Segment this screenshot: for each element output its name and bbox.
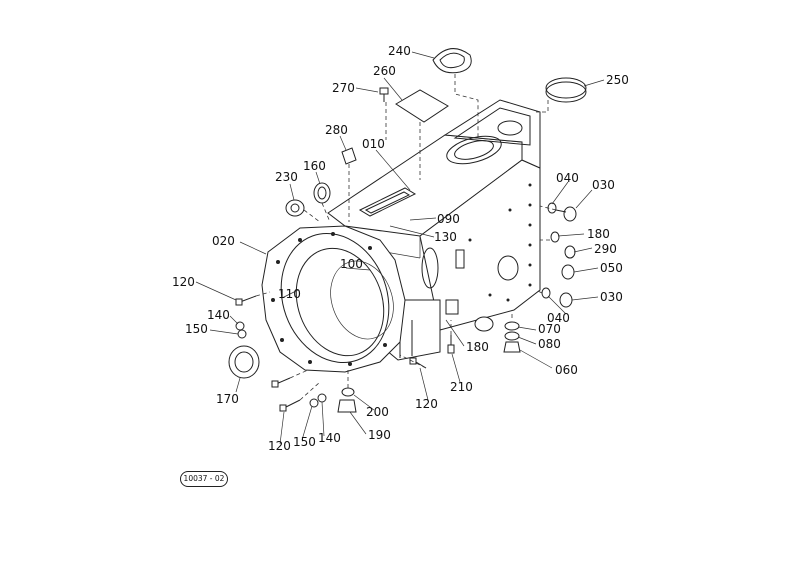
- label-120-left: 120: [172, 275, 195, 289]
- label-040-upper: 040: [556, 171, 579, 185]
- part-240-gasket: [432, 48, 472, 74]
- part-290-plug: [564, 245, 576, 259]
- label-090: 090: [437, 212, 460, 226]
- part-200-washer: [341, 387, 355, 397]
- label-270: 270: [332, 81, 355, 95]
- part-150-nut-bottom: [309, 398, 319, 408]
- label-050: 050: [600, 261, 623, 275]
- label-150-left: 150: [185, 322, 208, 336]
- label-160: 160: [303, 159, 326, 173]
- label-230: 230: [275, 170, 298, 184]
- drawing-reference-code: 10037 - 02: [180, 471, 228, 487]
- side-bolt-holes: [468, 183, 532, 302]
- part-280-bracket: [341, 147, 357, 165]
- part-250-cap: [545, 77, 587, 103]
- label-030-lower: 030: [600, 290, 623, 304]
- label-180-bottom: 180: [466, 340, 489, 354]
- label-170: 170: [216, 392, 239, 406]
- label-040-lower: 040: [547, 311, 570, 325]
- part-050-plug: [561, 264, 575, 280]
- leader-lines: [195, 51, 605, 445]
- label-140-left: 140: [207, 308, 230, 322]
- label-060: 060: [555, 363, 578, 377]
- part-120-bolt-bottom: [279, 399, 301, 412]
- label-100: 100: [340, 257, 363, 271]
- label-290: 290: [594, 242, 617, 256]
- label-110: 110: [278, 287, 301, 301]
- part-230-seal: [285, 199, 305, 217]
- part-080-washer: [504, 331, 520, 341]
- part-070-washer: [504, 321, 520, 331]
- label-130: 130: [434, 230, 457, 244]
- bell-housing: [261, 225, 406, 373]
- part-030-plug-upper: [555, 206, 577, 222]
- label-250: 250: [606, 73, 629, 87]
- part-030-plug-lower: [559, 292, 573, 308]
- label-240: 240: [388, 44, 411, 58]
- label-020: 020: [212, 234, 235, 248]
- part-190-plug: [337, 399, 357, 413]
- label-150-bottom: 150: [293, 435, 316, 449]
- label-200: 200: [366, 405, 389, 419]
- part-260-cover: [395, 89, 449, 123]
- label-140-bottom: 140: [318, 431, 341, 445]
- part-180-plug-right: [550, 231, 560, 243]
- label-010: 010: [362, 137, 385, 151]
- label-280: 280: [325, 123, 348, 137]
- part-120-bolt-left: [235, 295, 257, 306]
- label-190: 190: [368, 428, 391, 442]
- label-070: 070: [538, 322, 561, 336]
- label-120-bottom: 120: [268, 439, 291, 453]
- part-140-washer-bottom: [317, 393, 327, 403]
- label-030-upper: 030: [592, 178, 615, 192]
- label-260: 260: [373, 64, 396, 78]
- label-080: 080: [538, 337, 561, 351]
- part-170-seal-ring: [228, 345, 260, 379]
- guide-lines: [255, 74, 557, 401]
- part-150-nut-left: [237, 329, 247, 339]
- label-180-right: 180: [587, 227, 610, 241]
- label-120-center: 120: [415, 397, 438, 411]
- part-120-bolt-mid: [271, 377, 291, 388]
- part-210-bolt: [447, 335, 455, 354]
- part-060-drain-plug: [503, 341, 521, 353]
- part-160-plug: [313, 182, 331, 204]
- label-210: 210: [450, 380, 473, 394]
- part-270-bolt: [379, 87, 389, 102]
